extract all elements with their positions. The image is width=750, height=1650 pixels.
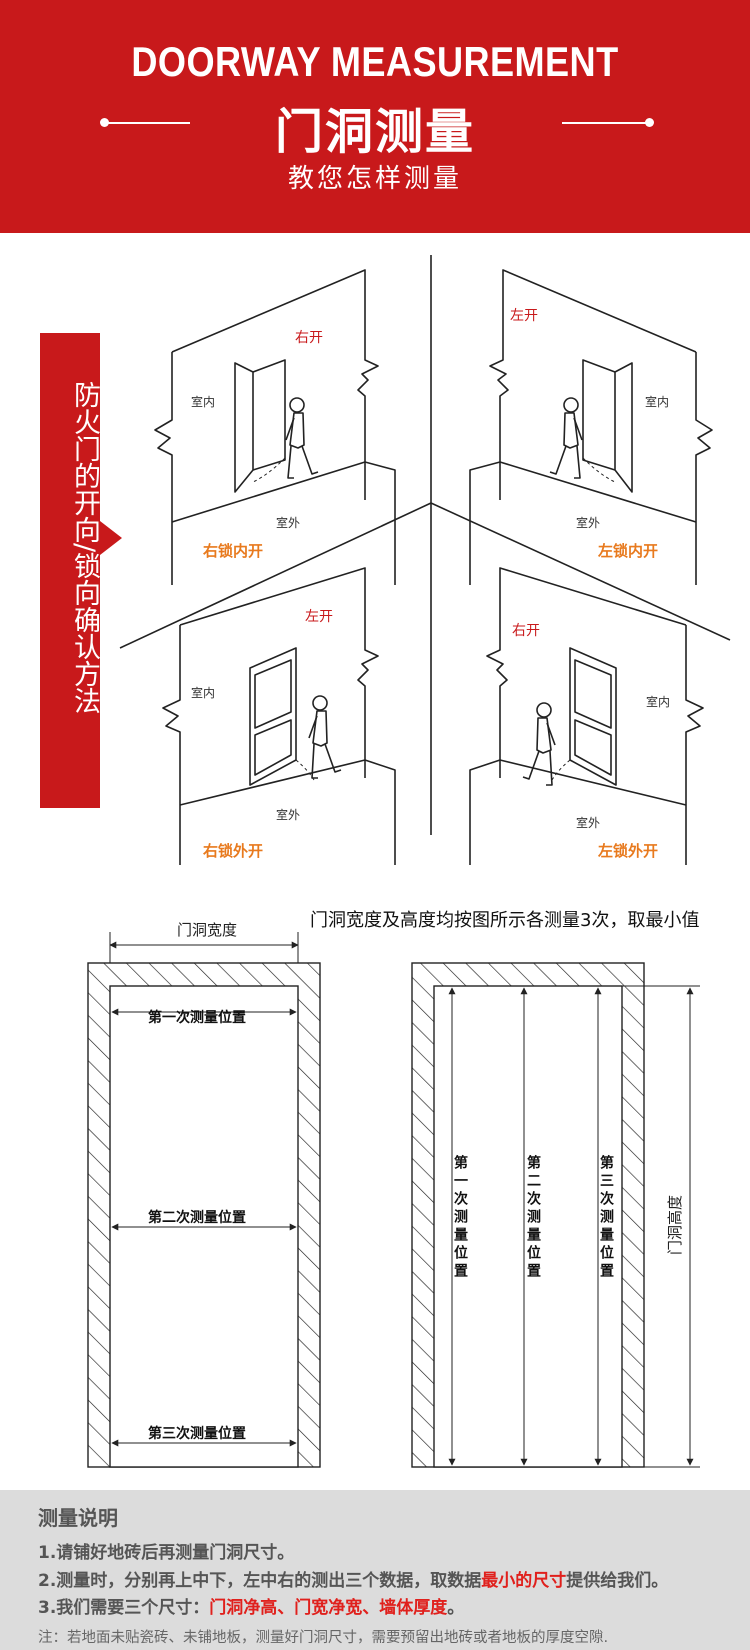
decor-line-right: [562, 122, 648, 124]
sketch-divider-right: [430, 502, 731, 641]
person-figure: [285, 397, 319, 479]
notes-title: 测量说明: [38, 1506, 118, 1530]
panel3-open-direction: 左开: [305, 609, 333, 625]
width-dimension-label: 门洞宽度: [177, 921, 237, 939]
width-measurement-diagram: [87, 932, 321, 1468]
note-line-2-highlight: 最小的尺寸: [481, 1571, 567, 1591]
note-line-1-text: 1.请铺好地砖后再测量门洞尺寸。: [38, 1543, 295, 1563]
panel4-open-direction: 右开: [512, 623, 540, 639]
width-position-1: 第一次测量位置: [148, 1009, 246, 1026]
height-dimension-label: 门洞高度: [666, 1195, 684, 1255]
panel1-inside-label: 室内: [191, 394, 215, 409]
side-label-arrow: [100, 521, 122, 555]
height-position-3: 第三次测量位置: [598, 1154, 614, 1281]
height-position-2: 第二次测量位置: [525, 1154, 541, 1281]
panel1-outside-label: 室外: [276, 515, 300, 530]
note-line-3: 3.我们需要三个尺寸：门洞净高、门宽净宽、墙体厚度。: [38, 1593, 464, 1618]
person-figure: [549, 397, 583, 479]
title-english: DOORWAY MEASUREMENT: [131, 38, 619, 85]
person-figure: [308, 695, 342, 779]
measure-instruction: 门洞宽度及高度均按图所示各测量3次，取最小值: [310, 910, 700, 931]
note-line-2-text-a: 2.测量时，分别再上中下，左中右的测出三个数据，取数据: [38, 1571, 482, 1591]
decor-dot-right: [645, 118, 654, 127]
person-figure: [522, 702, 556, 786]
height-position-1: 第一次测量位置: [452, 1154, 468, 1281]
panel2-lock-type: 左锁内开: [597, 542, 658, 560]
sketch-divider-left: [119, 502, 432, 649]
note-line-3-text-b: 。: [447, 1598, 465, 1618]
width-position-2: 第二次测量位置: [148, 1209, 246, 1226]
panel-right-lock-inward: [154, 269, 396, 585]
panel1-lock-type: 右锁内开: [203, 542, 263, 560]
note-line-3-text-a: 3.我们需要三个尺寸：: [38, 1598, 210, 1618]
decor-line-left: [104, 122, 190, 124]
panel3-inside-label: 室内: [191, 685, 215, 700]
panel2-inside-label: 室内: [645, 394, 669, 409]
panel2-open-direction: 左开: [510, 308, 538, 324]
panel-left-lock-inward: [469, 269, 713, 585]
panel4-lock-type: 左锁外开: [597, 842, 658, 860]
subtitle: 教您怎样测量: [287, 164, 462, 194]
side-label-text: 防火门的开向/锁向确认方法: [69, 381, 100, 715]
panel3-outside-label: 室外: [276, 807, 300, 822]
notes-footnote: 注：若地面未贴瓷砖、未铺地板，测量好门洞尺寸，需要预留出地砖或者地板的厚度空隙.: [38, 1630, 609, 1646]
panel4-inside-label: 室内: [646, 694, 670, 709]
note-line-2: 2.测量时，分别再上中下，左中右的测出三个数据，取数据最小的尺寸提供给我们。: [38, 1566, 668, 1591]
panel-left-lock-outward: [469, 567, 704, 865]
note-line-1: 1.请铺好地砖后再测量门洞尺寸。: [38, 1538, 294, 1563]
note-line-2-text-b: 提供给我们。: [566, 1571, 669, 1591]
width-position-3: 第三次测量位置: [148, 1425, 246, 1442]
note-line-3-highlight: 门洞净高、门宽净宽、墙体厚度: [209, 1598, 448, 1618]
fire-door-direction-label: 防火门的开向/锁向确认方法: [40, 333, 100, 808]
panel4-outside-label: 室外: [576, 815, 600, 830]
panel2-outside-label: 室外: [576, 515, 600, 530]
height-measurement-diagram: [411, 962, 700, 1468]
panel1-open-direction: 右开: [295, 330, 323, 346]
header-banner: DOORWAY MEASUREMENT 门洞测量 教您怎样测量: [0, 0, 750, 233]
title-chinese: 门洞测量: [274, 104, 475, 160]
panel3-lock-type: 右锁外开: [203, 842, 263, 860]
panel-right-lock-outward: [162, 567, 396, 865]
measurement-notes: 测量说明 1.请铺好地砖后再测量门洞尺寸。 2.测量时，分别再上中下，左中右的测…: [0, 1490, 750, 1650]
